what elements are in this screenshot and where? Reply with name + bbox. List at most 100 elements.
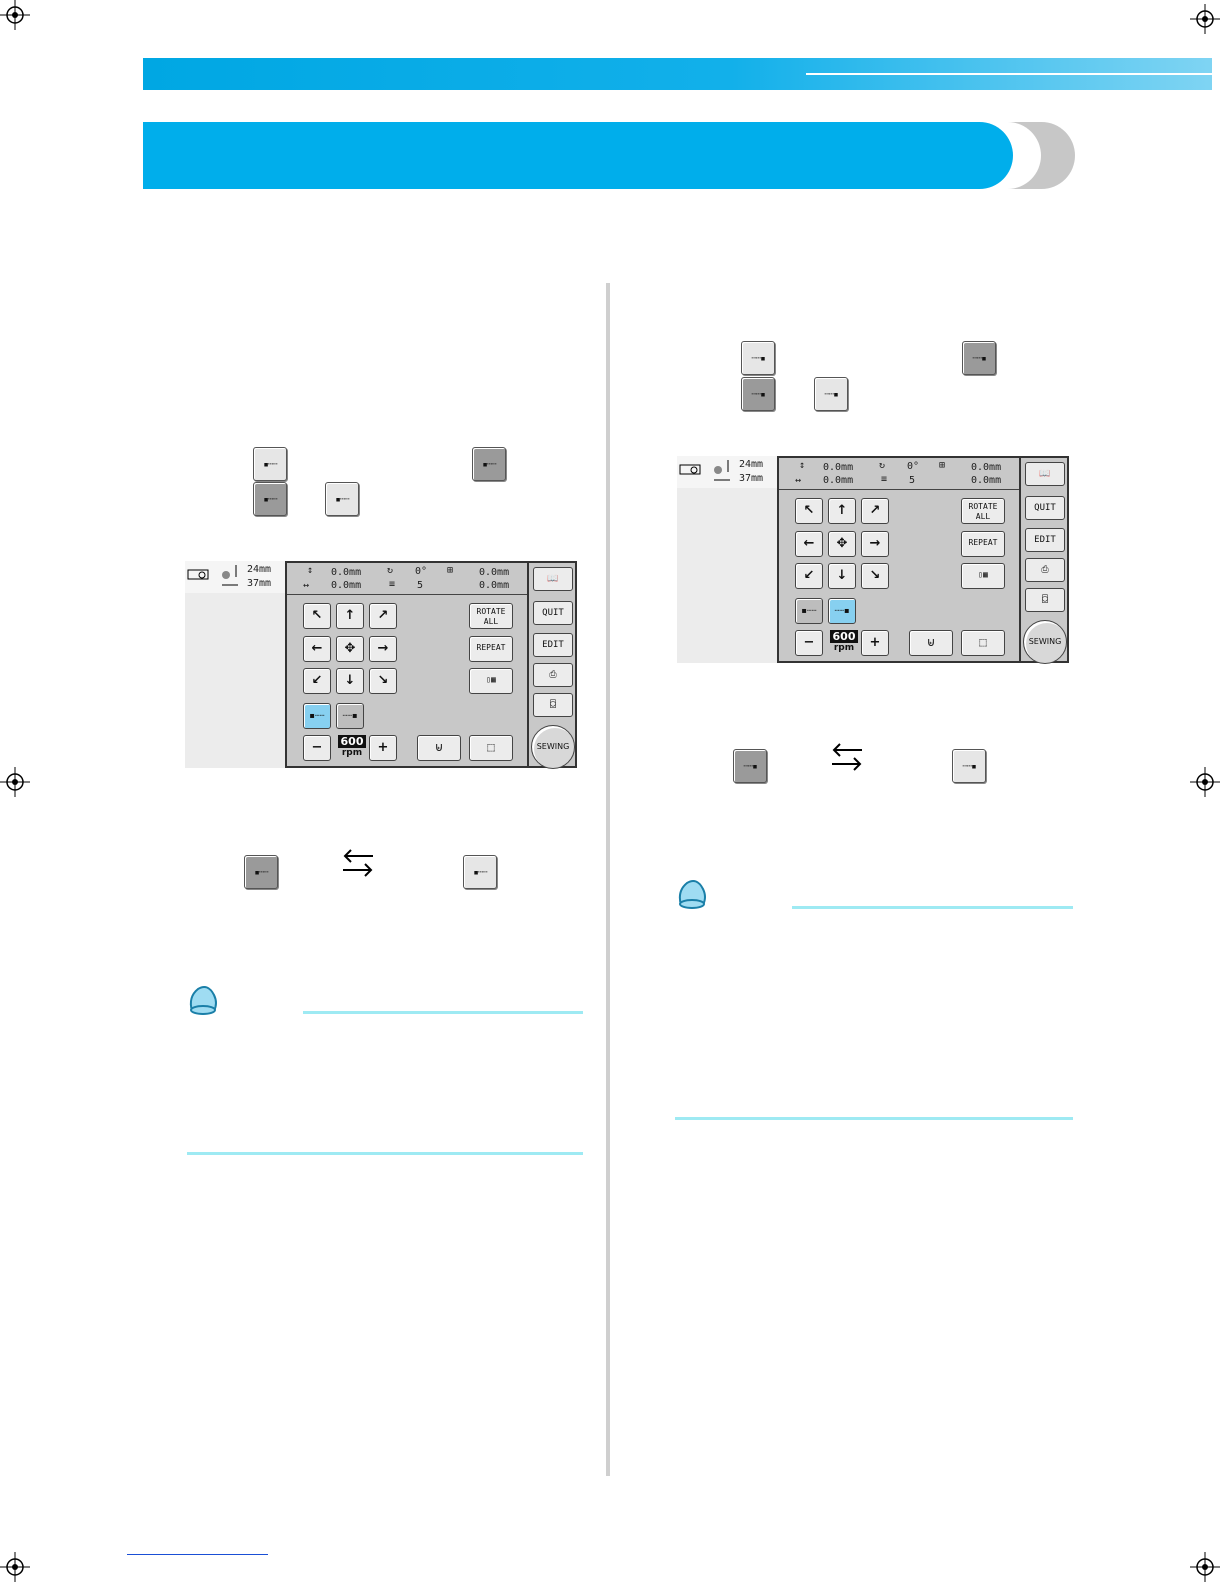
quit-button[interactable]: QUIT xyxy=(533,601,573,625)
move-down-button[interactable]: ↓ xyxy=(336,668,364,694)
sewing-button[interactable]: SEWING xyxy=(531,725,575,769)
help-button[interactable]: 📖 xyxy=(533,567,573,591)
right-dots-key[interactable]: ┄┄▪ xyxy=(952,749,986,783)
angle-value: 0° xyxy=(415,566,428,577)
repeat-button[interactable]: REPEAT xyxy=(961,531,1005,557)
repeat-direction-left-button[interactable]: ▪┄┄ xyxy=(795,598,823,624)
thread-color-button[interactable]: ▯▦ xyxy=(961,563,1005,589)
left-dots-key-selected[interactable]: ▪┄┄ xyxy=(253,482,287,516)
move-down-left-button[interactable]: ↙ xyxy=(795,563,823,589)
space-y-value: 0.0mm xyxy=(479,567,510,578)
size-icon xyxy=(222,565,238,586)
swap-arrows-icon xyxy=(832,743,862,771)
memo-bell-icon xyxy=(189,986,217,1015)
embroidery-screen: 24mm 37mm ↕ 0.0mm ↔ 0.0mm ↻ 0° ≡ 5 ⊞ 0.0… xyxy=(677,456,1069,666)
help-button[interactable]: 📖 xyxy=(1025,462,1065,486)
move-up-right-button[interactable]: ↗ xyxy=(369,603,397,629)
move-right-button[interactable]: → xyxy=(369,636,397,662)
registration-mark-icon xyxy=(0,1552,30,1582)
pos-y-value: 0.0mm xyxy=(331,567,362,578)
speed-minus-button[interactable]: − xyxy=(795,630,823,656)
right-dots-key-selected[interactable]: ┄┄▪ xyxy=(733,749,767,783)
trial-button[interactable]: ⬚ xyxy=(961,630,1005,656)
rotate-all-button[interactable]: ROTATE ALL xyxy=(469,603,513,629)
move-up-button[interactable]: ↑ xyxy=(336,603,364,629)
pos-y-icon: ↕ xyxy=(307,565,314,576)
edit-button[interactable]: EDIT xyxy=(1025,528,1065,552)
trial-button[interactable]: ⬚ xyxy=(469,735,513,761)
registration-mark-icon xyxy=(0,767,30,797)
speed-plus-button[interactable]: + xyxy=(861,630,889,656)
pos-x-icon: ↔ xyxy=(303,580,310,591)
repeat-direction-right-button[interactable]: ┄┄▪ xyxy=(828,598,856,624)
pos-y-value: 0.0mm xyxy=(823,462,854,473)
left-dots-key[interactable]: ▪┄┄ xyxy=(253,447,287,481)
angle-icon: ↻ xyxy=(879,460,886,471)
count-icon: ≡ xyxy=(389,579,396,590)
repeat-direction-left-button[interactable]: ▪┄┄ xyxy=(303,703,331,729)
rotate-all-button[interactable]: ROTATE ALL xyxy=(961,498,1005,524)
image-button[interactable]: ⌼ xyxy=(1025,588,1065,612)
left-dots-key[interactable]: ▪┄┄ xyxy=(463,855,497,889)
move-up-left-button[interactable]: ↖ xyxy=(303,603,331,629)
move-up-left-button[interactable]: ↖ xyxy=(795,498,823,524)
move-right-button[interactable]: → xyxy=(861,531,889,557)
move-left-button[interactable]: ← xyxy=(303,636,331,662)
embroidery-screen: 24mm 37mm ↕ 0.0mm ↔ 0.0mm ↻ 0° ≡ 5 ⊞ 0.0… xyxy=(185,561,577,771)
speed-minus-button[interactable]: − xyxy=(303,735,331,761)
repeat-direction-right-button[interactable]: ┄┄▪ xyxy=(336,703,364,729)
screen-preview-area: 24mm 37mm xyxy=(677,456,778,663)
presser-foot-button[interactable]: ⊌ xyxy=(417,735,461,761)
screen-side-panel: 📖 QUIT EDIT ⎙ ⌼ SEWING xyxy=(1021,456,1069,664)
left-dots-key-selected[interactable]: ▪┄┄ xyxy=(472,447,506,481)
registration-mark-icon xyxy=(1190,767,1220,797)
memo-top-rule xyxy=(792,906,1073,909)
move-left-button[interactable]: ← xyxy=(795,531,823,557)
memory-button[interactable]: ⎙ xyxy=(1025,558,1065,582)
image-button[interactable]: ⌼ xyxy=(533,693,573,717)
move-center-button[interactable]: ✥ xyxy=(828,531,856,557)
registration-mark-icon xyxy=(1190,1552,1220,1582)
repeat-button[interactable]: REPEAT xyxy=(469,636,513,662)
space-y-value: 0.0mm xyxy=(971,462,1002,473)
move-center-button[interactable]: ✥ xyxy=(336,636,364,662)
screen-main-panel: ↕ 0.0mm ↔ 0.0mm ↻ 0° ≡ 5 ⊞ 0.0mm 0.0mm ↖… xyxy=(777,456,1021,663)
right-dots-key-selected[interactable]: ┄┄▪ xyxy=(741,377,775,411)
count-value: 5 xyxy=(417,580,424,591)
move-down-right-button[interactable]: ↘ xyxy=(369,668,397,694)
registration-mark-icon xyxy=(1190,4,1220,34)
move-down-button[interactable]: ↓ xyxy=(828,563,856,589)
speed-plus-button[interactable]: + xyxy=(369,735,397,761)
move-up-button[interactable]: ↑ xyxy=(828,498,856,524)
left-dots-key-selected[interactable]: ▪┄┄ xyxy=(244,855,278,889)
memo-top-rule xyxy=(303,1011,583,1014)
right-dots-key[interactable]: ┄┄▪ xyxy=(741,341,775,375)
memory-button[interactable]: ⎙ xyxy=(533,663,573,687)
sewing-button[interactable]: SEWING xyxy=(1023,620,1067,664)
spacing-icon: ⊞ xyxy=(447,565,454,576)
screen-side-panel: 📖 QUIT EDIT ⎙ ⌼ SEWING xyxy=(529,561,577,769)
left-dots-key[interactable]: ▪┄┄ xyxy=(325,482,359,516)
count-icon: ≡ xyxy=(881,474,888,485)
column-divider xyxy=(606,283,610,1476)
space-x-value: 0.0mm xyxy=(479,580,510,591)
spacing-icon: ⊞ xyxy=(939,460,946,471)
move-down-right-button[interactable]: ↘ xyxy=(861,563,889,589)
move-down-left-button[interactable]: ↙ xyxy=(303,668,331,694)
swap-arrows-icon xyxy=(343,849,373,877)
angle-value: 0° xyxy=(907,461,920,472)
thread-color-button[interactable]: ▯▦ xyxy=(469,668,513,694)
quit-button[interactable]: QUIT xyxy=(1025,496,1065,520)
size-width: 37mm xyxy=(739,473,764,484)
footer-link-underline[interactable] xyxy=(127,1554,268,1555)
machine-icon xyxy=(679,464,701,475)
move-up-right-button[interactable]: ↗ xyxy=(861,498,889,524)
registration-mark-icon xyxy=(0,0,30,30)
right-dots-key-selected[interactable]: ┄┄▪ xyxy=(962,341,996,375)
edit-button[interactable]: EDIT xyxy=(533,633,573,657)
pos-x-value: 0.0mm xyxy=(331,580,362,591)
right-dots-key[interactable]: ┄┄▪ xyxy=(814,377,848,411)
presser-foot-button[interactable]: ⊌ xyxy=(909,630,953,656)
